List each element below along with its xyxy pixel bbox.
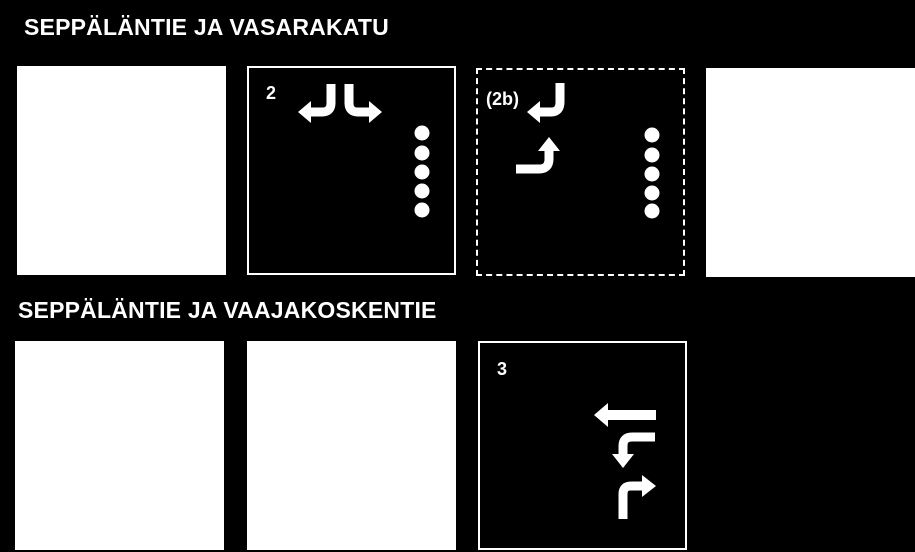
turn-arrow-icon bbox=[516, 83, 565, 174]
pedestrian-dots-icon bbox=[644, 127, 660, 219]
signal-phase-panel-2b: (2b) bbox=[476, 68, 685, 276]
phase-number-label: 3 bbox=[497, 359, 508, 379]
signal-phase-panel-blank bbox=[15, 341, 224, 550]
signal-phase-panel-blank bbox=[247, 341, 456, 550]
section-heading-vaajakoskentie: SEPPÄLÄNTIE JA VAAJAKOSKENTIE bbox=[18, 297, 437, 323]
signal-phase-panel-blank bbox=[706, 68, 915, 277]
turn-arrow-icon bbox=[298, 84, 382, 123]
phase-number-label: (2b) bbox=[486, 89, 519, 109]
phase-number-label: 2 bbox=[266, 83, 277, 103]
turn-arrow-icon bbox=[594, 403, 656, 519]
signal-phase-panel-blank bbox=[17, 66, 226, 275]
pedestrian-dots-icon bbox=[414, 125, 430, 218]
section-heading-vasarakatu: SEPPÄLÄNTIE JA VASARAKATU bbox=[24, 14, 389, 40]
signal-phase-panel-2: 2 bbox=[247, 66, 456, 275]
signal-phase-panel-3: 3 bbox=[478, 341, 687, 550]
